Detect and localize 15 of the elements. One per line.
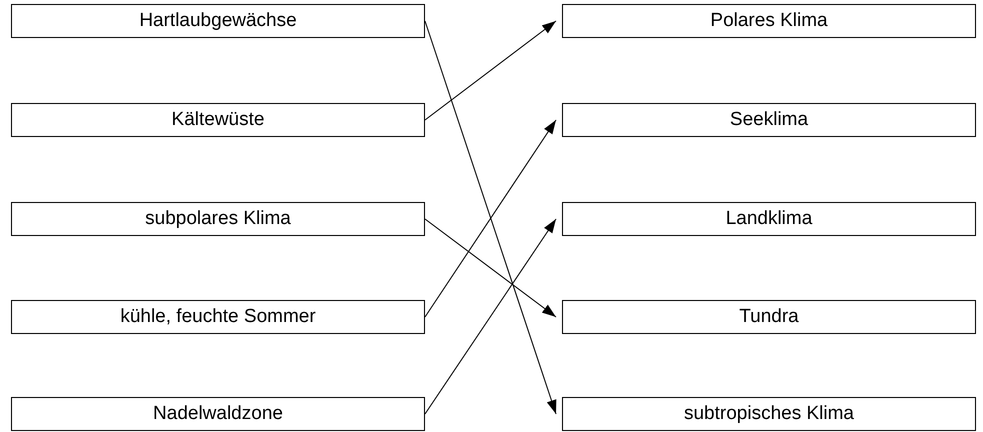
text-box: Landklima bbox=[562, 202, 976, 236]
text-box: kühle, feuchte Sommer bbox=[11, 300, 425, 334]
text-box: Hartlaubgewächse bbox=[11, 4, 425, 38]
arrow bbox=[424, 20, 556, 414]
arrow bbox=[424, 120, 556, 318]
text-box: Tundra bbox=[562, 300, 976, 334]
text-box: Seeklima bbox=[562, 103, 976, 137]
arrow bbox=[424, 20, 556, 120]
text-box: subpolares Klima bbox=[11, 202, 425, 236]
text-box: Nadelwaldzone bbox=[11, 397, 425, 431]
arrow bbox=[424, 218, 556, 414]
text-box: Polares Klima bbox=[562, 4, 976, 38]
text-box: subtropisches Klima bbox=[562, 397, 976, 431]
text-box: Kältewüste bbox=[11, 103, 425, 137]
arrow bbox=[424, 218, 556, 318]
